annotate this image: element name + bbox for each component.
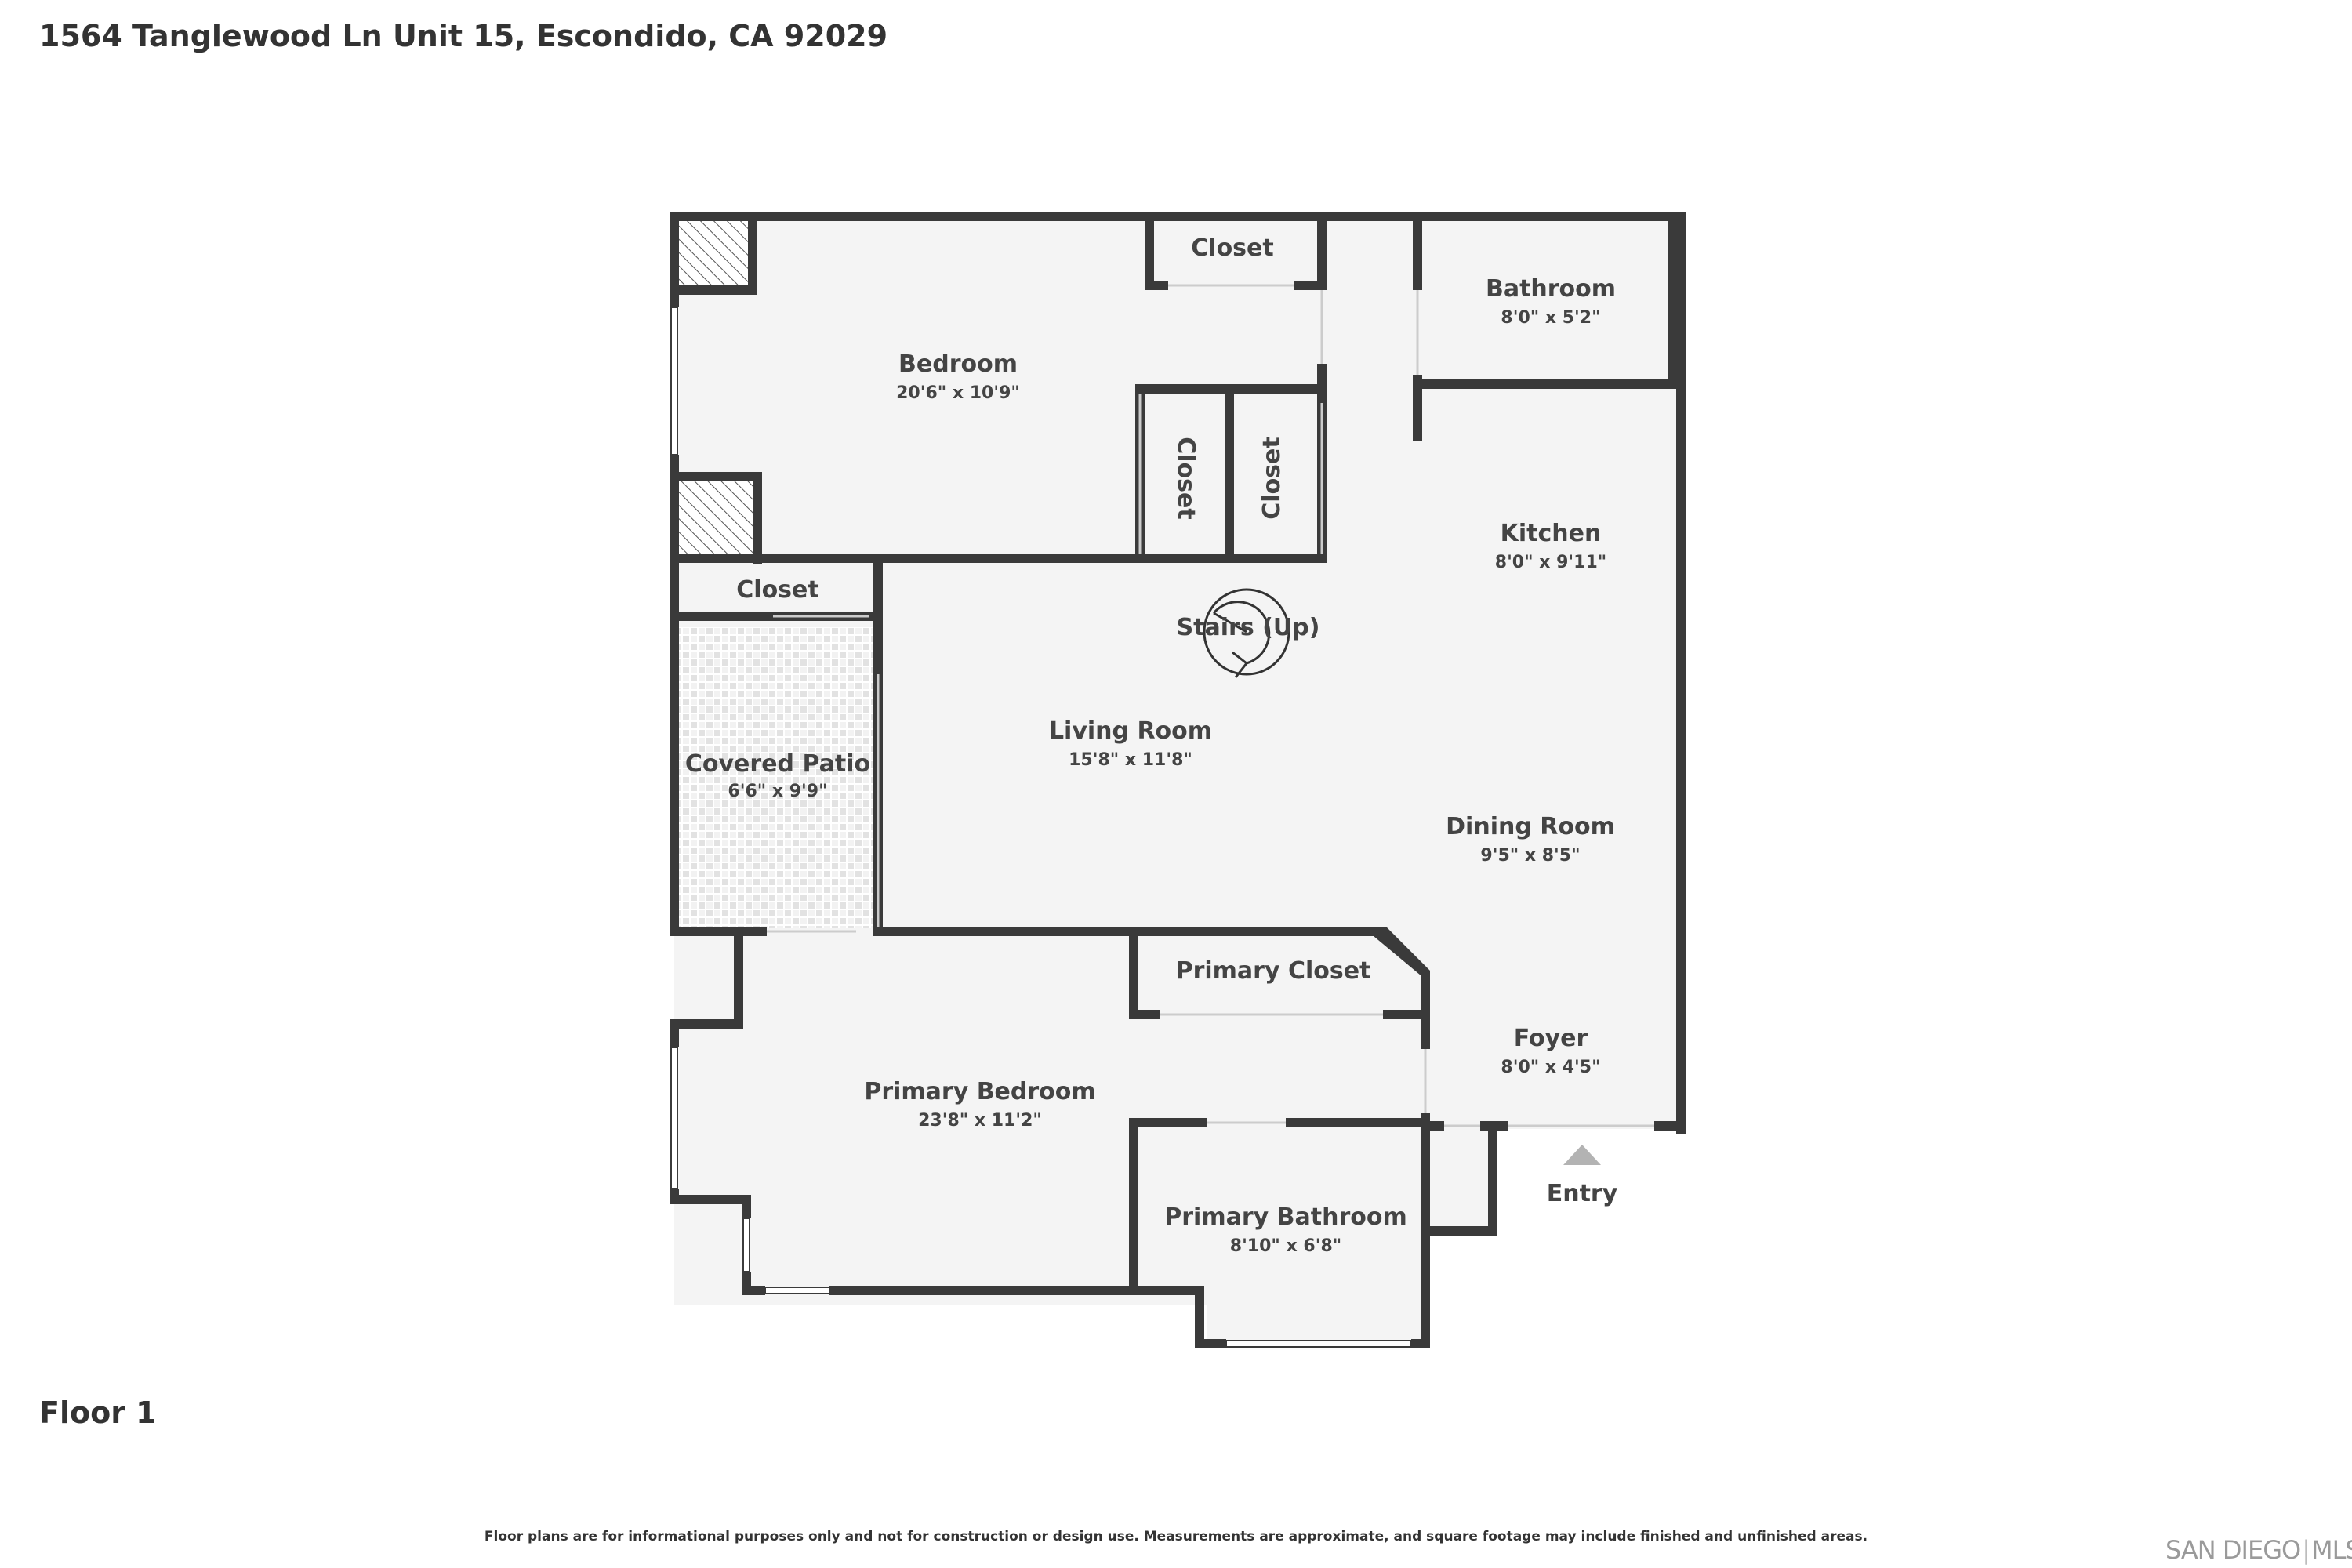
disclaimer-text: Floor plans are for informational purpos… xyxy=(484,1529,1868,1544)
bathroom-name: Bathroom xyxy=(1486,275,1616,303)
primary-closet-name: Primary Closet xyxy=(1176,957,1371,985)
primary-bedroom-dims: 23'8" x 11'2" xyxy=(918,1111,1042,1131)
windows xyxy=(670,307,1412,1348)
living-room-dims: 15'8" x 11'8" xyxy=(1069,750,1192,770)
bedroom-name: Bedroom xyxy=(898,350,1018,378)
entry-label: Entry xyxy=(1547,1180,1618,1207)
hatched-column-lower xyxy=(677,481,753,557)
kitchen-name: Kitchen xyxy=(1501,520,1602,547)
dining-room-dims: 9'5" x 8'5" xyxy=(1480,846,1580,866)
covered-patio-name: Covered Patio xyxy=(685,750,870,778)
logo-separator: | xyxy=(2302,1535,2310,1565)
entry-marker-icon xyxy=(1563,1145,1601,1165)
kitchen-dims: 8'0" x 9'11" xyxy=(1495,553,1606,572)
primary-bathroom-dims: 8'10" x 6'8" xyxy=(1230,1236,1341,1256)
logo-right-text: MLS xyxy=(2310,1535,2352,1565)
closet-left-name: Closet xyxy=(736,576,818,604)
covered-patio-dims: 6'6" x 9'9" xyxy=(728,782,827,801)
primary-bathroom-name: Primary Bathroom xyxy=(1164,1203,1406,1231)
bedroom-dims: 20'6" x 10'9" xyxy=(896,383,1020,403)
stairs-label: Stairs (Up) xyxy=(1177,614,1320,641)
logo-left-text: SAN DIEGO xyxy=(2165,1535,2301,1565)
closet-vertical-2-name: Closet xyxy=(1258,437,1286,519)
closet-top-name: Closet xyxy=(1191,234,1273,262)
door-openings xyxy=(767,284,1654,1127)
primary-bedroom-name: Primary Bedroom xyxy=(864,1078,1095,1105)
walls xyxy=(670,212,1686,1348)
bathroom-dims: 8'0" x 5'2" xyxy=(1501,308,1600,328)
closet-vertical-1-name: Closet xyxy=(1172,437,1200,519)
floor-label: Floor 1 xyxy=(39,1396,157,1430)
living-room-name: Living Room xyxy=(1049,717,1212,745)
foyer-dims: 8'0" x 4'5" xyxy=(1501,1058,1600,1077)
san-diego-mls-logo: SAN DIEGO|MLS xyxy=(2165,1535,2352,1565)
covered-patio-tiles xyxy=(674,627,878,928)
stairs-up-icon xyxy=(1203,588,1290,678)
property-address: 1564 Tanglewood Ln Unit 15, Escondido, C… xyxy=(39,19,888,53)
dining-room-name: Dining Room xyxy=(1446,813,1615,840)
floor-fill xyxy=(674,215,1682,1348)
foyer-name: Foyer xyxy=(1514,1025,1588,1052)
hatched-column-top xyxy=(677,220,748,290)
